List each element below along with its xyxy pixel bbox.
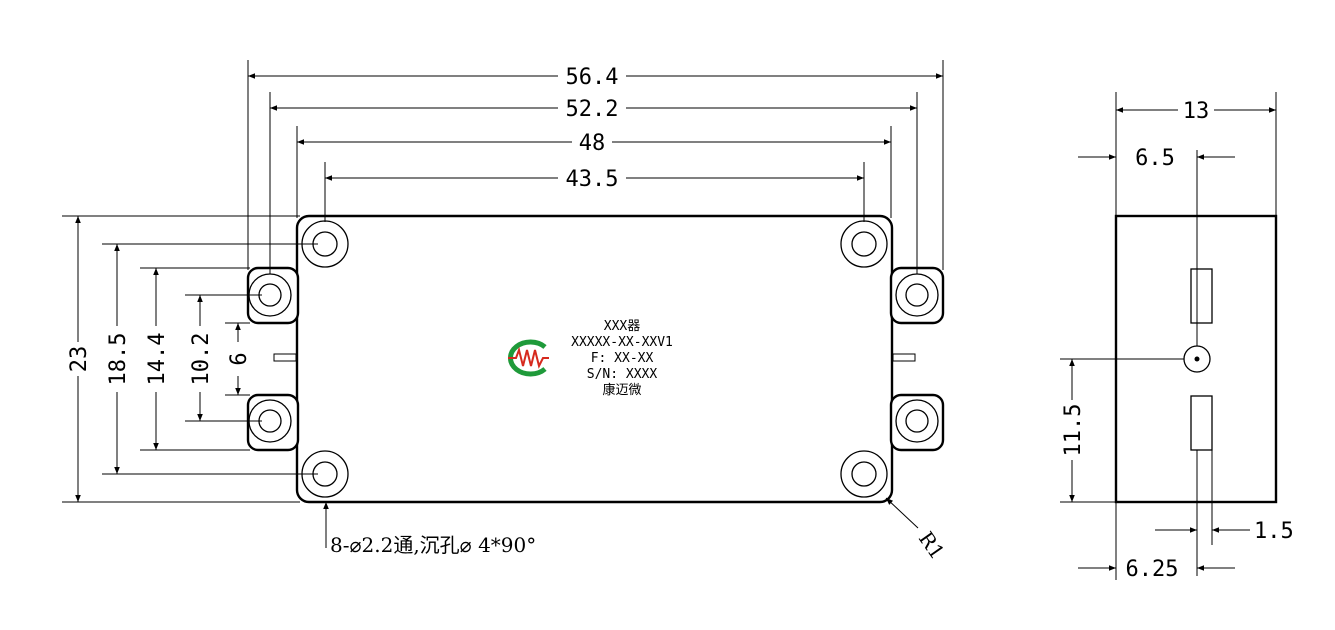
pin-left (273, 353, 297, 362)
side-slot-bottom (1190, 395, 1213, 451)
dim-side-6-5: 6.5 (1135, 146, 1175, 171)
dim-height-6: 6 (227, 352, 252, 365)
dim-side-13: 13 (1183, 99, 1210, 124)
logo-wave (508, 346, 549, 369)
label-line-1: XXX器 (604, 319, 640, 334)
dim-side-1-5: 1.5 (1254, 519, 1294, 544)
width-dimensions: 56.4 52.2 48 43.5 (247, 60, 944, 274)
label-line-5: 康迈微 (602, 382, 641, 398)
connector-block-right-top (889, 266, 945, 325)
dim-width-52-2: 52.2 (566, 97, 619, 122)
dim-height-10-2: 10.2 (189, 333, 214, 386)
connector-block-right-bottom (889, 393, 945, 452)
hole-callout: 8-⌀2.2通,沉孔⌀ 4*90° (323, 502, 536, 557)
front-view: XXX器 XXXXX-XX-XXV1 F: XX-XX S/N: XXXX 康迈… (246, 214, 945, 504)
pin-right (892, 353, 916, 362)
dim-width-48: 48 (579, 131, 606, 156)
dim-width-43-5: 43.5 (566, 167, 619, 192)
side-slot-top (1190, 268, 1213, 324)
dim-height-23: 23 (67, 346, 92, 373)
label-line-4: S/N: XXXX (587, 367, 658, 382)
dim-side-6-25: 6.25 (1126, 557, 1179, 582)
radius-callout: R1 (885, 497, 950, 564)
connector-block-left-bottom (246, 393, 300, 452)
dim-side-11-5: 11.5 (1061, 404, 1086, 457)
side-dimensions: 13 6.5 11.5 1.5 6.25 (1060, 92, 1294, 582)
side-view (1060, 150, 1278, 576)
dim-width-56-4: 56.4 (566, 65, 619, 90)
hole-note: 8-⌀2.2通,沉孔⌀ 4*90° (330, 533, 536, 557)
dim-height-14-4: 14.4 (145, 333, 170, 386)
mounting-hole (840, 450, 888, 498)
housing-outline (295, 214, 894, 504)
dim-height-18-5: 18.5 (106, 333, 131, 386)
mounting-hole (895, 399, 939, 443)
label-line-3: F: XX-XX (591, 351, 654, 366)
company-logo (507, 339, 549, 377)
label-line-2: XXXXX-XX-XXV1 (571, 335, 673, 350)
radius-note: R1 (914, 527, 950, 564)
side-connector-center (1194, 356, 1200, 362)
height-dimensions: 23 18.5 14.4 10.2 6 (62, 215, 318, 503)
